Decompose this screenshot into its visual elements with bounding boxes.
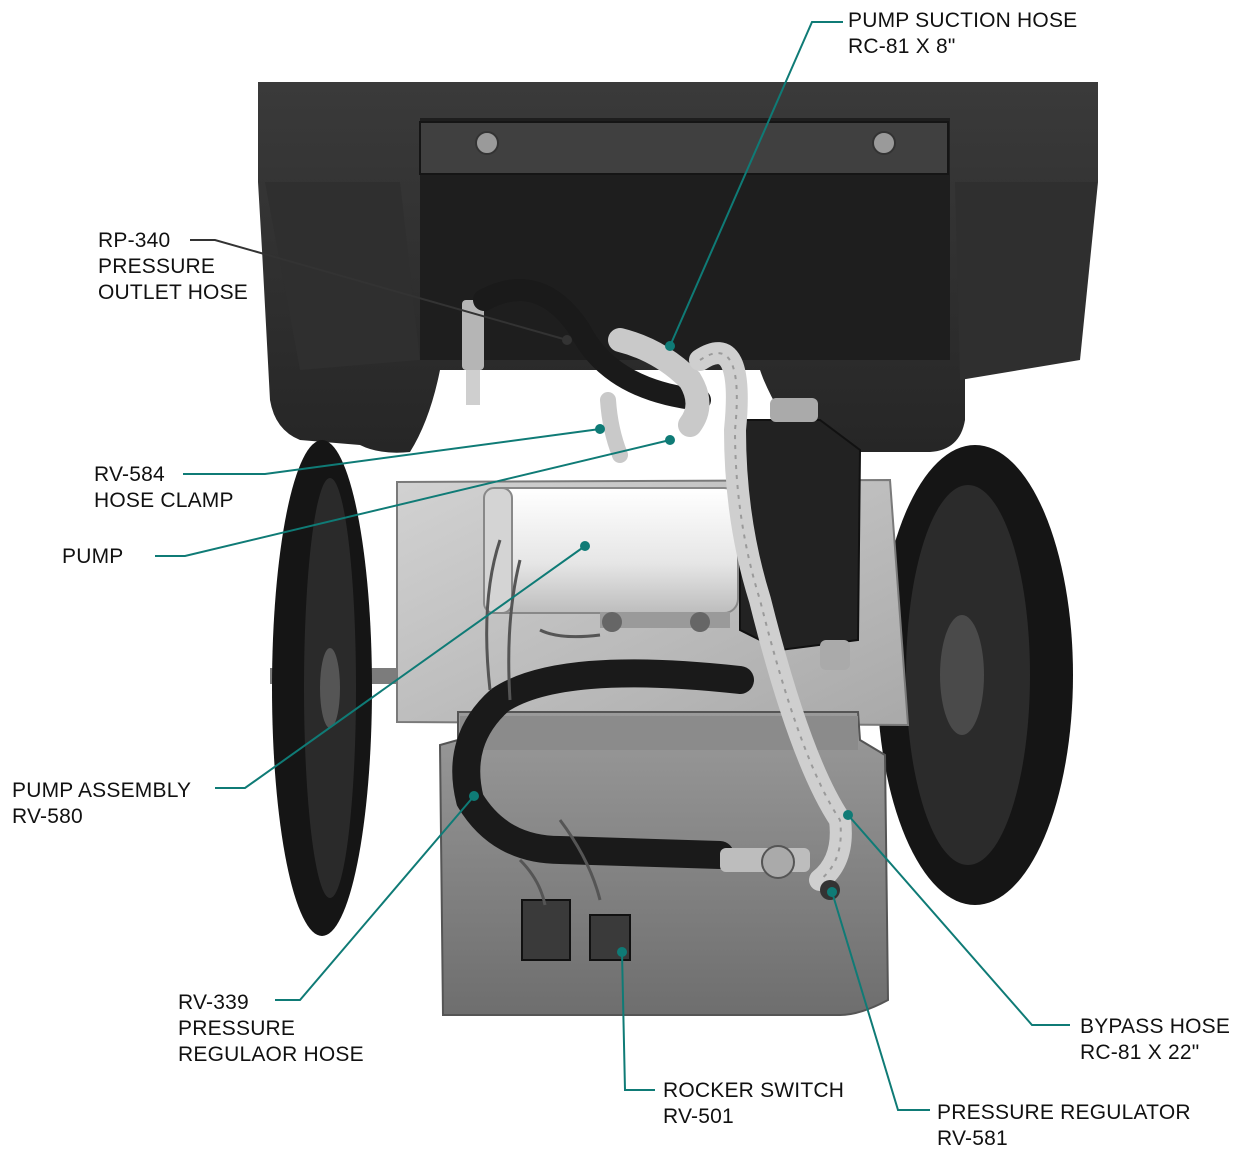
callout-pump: PUMP xyxy=(62,544,123,570)
leader-regulator-hose xyxy=(275,795,475,1001)
leader-dot-icon xyxy=(843,810,853,820)
leader-dot-icon xyxy=(617,947,627,957)
callout-line: HOSE CLAMP xyxy=(94,489,234,512)
leader-dot-icon xyxy=(665,341,675,351)
wiring xyxy=(485,539,602,906)
callout-line: OUTLET HOSE xyxy=(98,281,249,304)
leader-dot-icon xyxy=(469,791,479,801)
leader-lines xyxy=(155,21,1070,1111)
callout-line: RV-339 xyxy=(178,991,249,1014)
pressure-outlet-hose xyxy=(473,279,711,411)
leader-rocker-switch xyxy=(621,951,655,1091)
bolt-icon xyxy=(872,131,896,155)
callout-line: RP-340 xyxy=(98,229,171,252)
callout-bypass-hose: BYPASS HOSE RC-81 X 22" xyxy=(1080,1014,1230,1066)
leader-dot-icon xyxy=(562,335,572,345)
pressure-regulator-hose xyxy=(452,659,754,869)
left-wheel xyxy=(272,440,372,936)
callout-line: RV-581 xyxy=(937,1127,1008,1150)
callout-line: ROCKER SWITCH xyxy=(663,1079,845,1102)
callout-line: REGULAOR HOSE xyxy=(178,1043,364,1066)
callout-line: RC-81 X 8" xyxy=(848,35,956,58)
leader-bypass-hose xyxy=(847,814,1070,1026)
leader-dot-icon xyxy=(827,887,837,897)
callout-line: PRESSURE xyxy=(178,1017,296,1040)
leader-pump-assembly xyxy=(215,545,586,789)
callout-line: BYPASS HOSE xyxy=(1080,1015,1231,1038)
callout-line: PRESSURE REGULATOR xyxy=(937,1101,1191,1124)
callout-pressure-outlet-hose: RP-340 PRESSURE OUTLET HOSE xyxy=(98,228,248,306)
callout-rocker-switch: ROCKER SWITCH RV-501 xyxy=(663,1078,844,1130)
leader-pressure-regulator xyxy=(831,891,930,1111)
callout-line: RC-81 X 22" xyxy=(1080,1041,1200,1064)
leader-dot-icon xyxy=(580,541,590,551)
callout-line: PRESSURE xyxy=(98,255,216,278)
outlet-fitting xyxy=(462,300,484,405)
leader-pump xyxy=(155,439,671,557)
callout-line: RV-580 xyxy=(12,805,83,828)
switch-housing xyxy=(521,899,631,961)
callout-line: PUMP xyxy=(62,545,124,568)
callout-hose-clamp: RV-584 HOSE CLAMP xyxy=(94,462,234,514)
bolt-icon xyxy=(475,131,499,155)
callout-line: PUMP SUCTION HOSE xyxy=(848,9,1078,32)
callout-pressure-regulator-hose: RV-339 PRESSURE REGULAOR HOSE xyxy=(178,990,364,1068)
callout-line: RV-584 xyxy=(94,463,165,486)
leader-dot-icon xyxy=(595,424,605,434)
callout-pump-assembly: PUMP ASSEMBLY RV-580 xyxy=(12,778,191,830)
pump-head xyxy=(739,398,862,670)
leader-dot-icon xyxy=(665,435,675,445)
callout-line: RV-501 xyxy=(663,1105,734,1128)
callout-pressure-regulator: PRESSURE REGULATOR RV-581 xyxy=(937,1100,1191,1152)
pump-motor xyxy=(483,487,739,632)
leader-suction-hose xyxy=(669,21,843,347)
right-wheel xyxy=(877,445,1073,905)
leader-hose-clamp xyxy=(183,428,601,475)
callout-line: PUMP ASSEMBLY xyxy=(12,779,192,802)
pump-suction-hose xyxy=(608,328,710,437)
callout-pump-suction-hose: PUMP SUCTION HOSE RC-81 X 8" xyxy=(848,8,1077,60)
leader-outlet-hose xyxy=(190,239,568,341)
